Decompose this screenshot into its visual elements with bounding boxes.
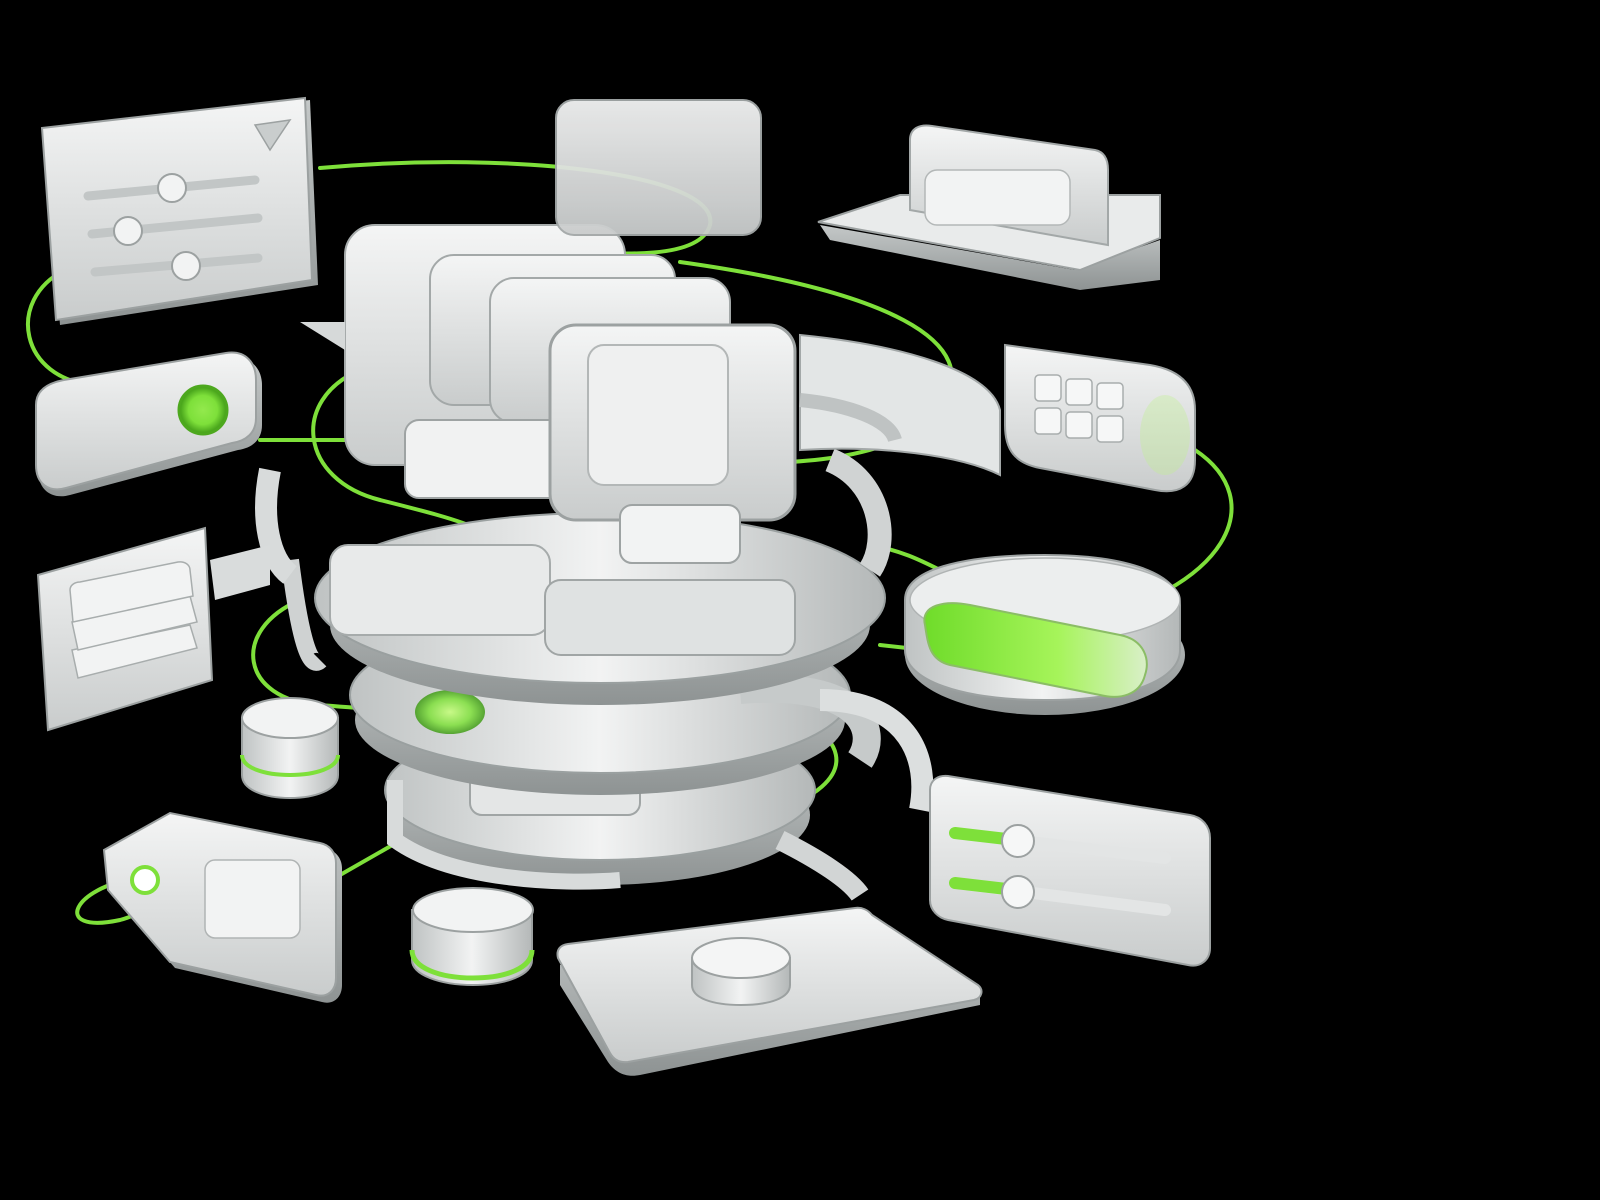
database-cylinder xyxy=(240,697,535,987)
grid-icon xyxy=(1034,374,1124,443)
stack-card xyxy=(36,526,214,732)
status-pill-disc xyxy=(904,553,1185,715)
tray-card xyxy=(817,124,1161,290)
cable-network xyxy=(26,160,1234,925)
slider-panel-card xyxy=(40,96,318,325)
dual-slider-card xyxy=(929,774,1211,967)
blank-card-top xyxy=(555,99,762,236)
central-tower xyxy=(210,224,1001,902)
cable-loop-left xyxy=(311,368,482,532)
app-grid-card xyxy=(1004,343,1196,493)
sliders-icon xyxy=(83,173,263,281)
triangle-icon xyxy=(253,119,292,152)
database-icon xyxy=(409,887,535,987)
toggle-pill xyxy=(35,351,262,497)
status-bar-icon xyxy=(923,602,1148,698)
layers-icon xyxy=(69,561,198,679)
database-icon xyxy=(240,697,340,800)
button-icon xyxy=(691,937,791,1007)
button-tray xyxy=(556,906,983,1076)
tag-card xyxy=(102,811,342,1003)
sliders-icon xyxy=(949,824,1171,916)
